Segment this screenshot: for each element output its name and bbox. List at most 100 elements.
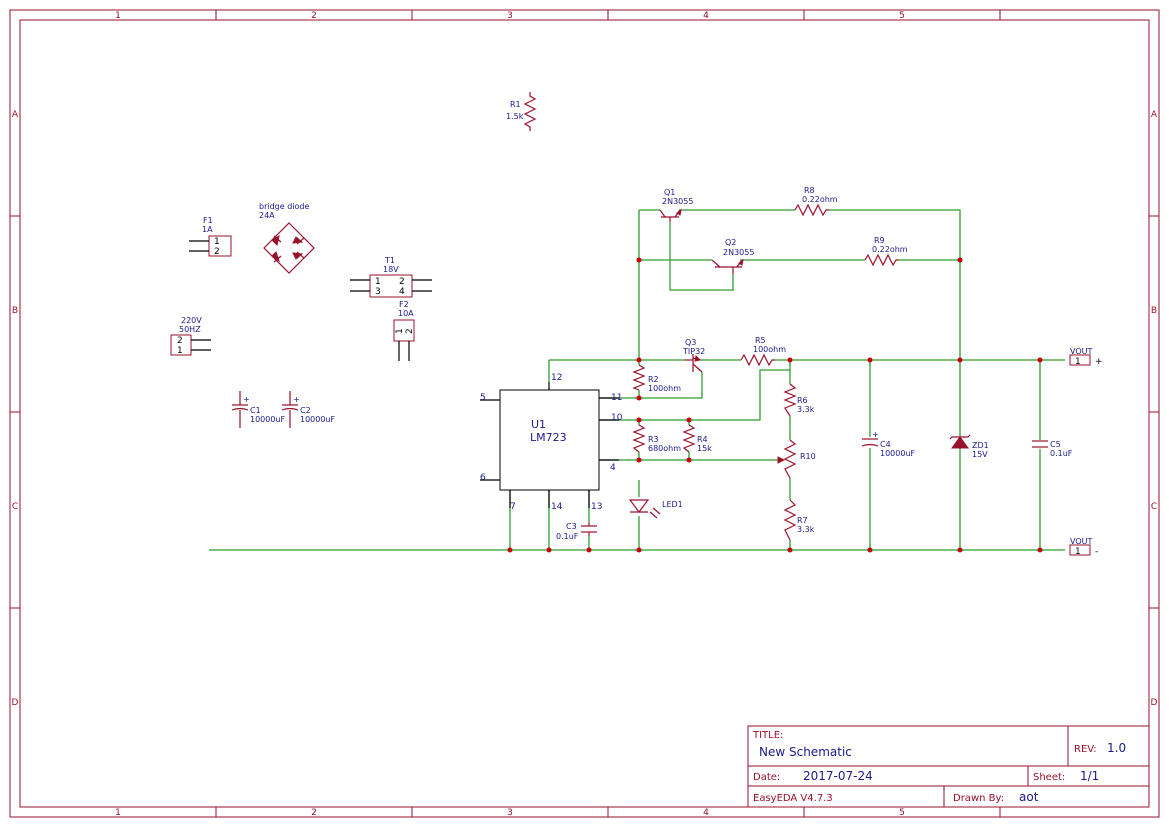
transistor-q1[interactable]: Q1 2N3055	[659, 188, 693, 222]
transistor-q3[interactable]: Q3 TIP32	[682, 338, 705, 373]
r5-value: 100ohm	[753, 345, 786, 354]
vout-pos-ref: VOUT	[1070, 347, 1092, 356]
r4-ref: R4	[697, 435, 708, 444]
rev-value: 1.0	[1107, 741, 1126, 755]
r7-ref: R7	[797, 516, 808, 525]
c1-value: 10000uF	[250, 415, 286, 424]
u1-pin-12: 12	[551, 373, 562, 383]
zone-col-2-top: 2	[311, 11, 317, 21]
zone-col-5-bottom: 5	[899, 808, 905, 818]
zd1-ref: ZD1	[972, 441, 989, 450]
mains-pin-2: 2	[177, 336, 183, 346]
mains-value: 50HZ	[179, 325, 201, 334]
r9-ref: R9	[874, 236, 885, 245]
t1-pin-1: 1	[375, 277, 381, 287]
resistor-r2[interactable]: R2 100ohm	[632, 364, 681, 393]
zone-col-3-bottom: 3	[507, 808, 513, 818]
zone-col-1-top: 1	[115, 11, 121, 21]
fuse-f1[interactable]: F1 1A 1 2	[189, 216, 232, 257]
potentiometer-r10[interactable]: R10	[777, 439, 816, 479]
vout-neg-ref: VOUT	[1070, 537, 1092, 546]
mains-connector[interactable]: 220V 50HZ 2 1	[170, 316, 211, 356]
f1-pin-1: 1	[214, 237, 220, 247]
sheet-frame: 1 2 3 4 5 1 2 3 4 5 A B C D A B C D	[9, 9, 1160, 818]
r4-value: 15k	[697, 444, 712, 453]
zone-row-b-right: B	[1151, 306, 1157, 316]
q2-ref: Q2	[725, 238, 736, 247]
vout-positive[interactable]: VOUT 1 +	[1069, 347, 1103, 367]
transformer-t1[interactable]: T1 18V 1 2 3 4	[350, 256, 432, 298]
zd1-value: 15V	[972, 450, 988, 459]
resistor-r7[interactable]: R7 3.3k	[783, 499, 815, 541]
r1-value: 1.5k	[506, 112, 524, 121]
svg-text:+: +	[293, 395, 300, 404]
zone-row-a-right: A	[1151, 110, 1158, 120]
zone-col-3-top: 3	[507, 11, 513, 21]
junctions	[507, 257, 1043, 553]
zone-row-d-right: D	[1151, 698, 1158, 708]
capacitor-c2[interactable]: + C2 10000uF	[281, 391, 336, 428]
q3-ref: Q3	[685, 338, 696, 347]
mains-pin-1: 1	[177, 346, 183, 356]
f1-pin-2: 2	[214, 247, 220, 257]
u1-pin-6: 6	[480, 473, 486, 483]
r8-value: 0.22ohm	[802, 195, 838, 204]
u1-pin-14: 14	[551, 502, 563, 512]
zone-row-d-left: D	[12, 698, 19, 708]
r1-ref: R1	[510, 100, 521, 109]
t1-pin-2: 2	[399, 277, 405, 287]
svg-text:+: +	[872, 430, 879, 439]
q1-value: 2N3055	[662, 197, 693, 206]
resistor-r6[interactable]: R6 3.3k	[783, 383, 815, 417]
zone-row-c-left: C	[12, 502, 18, 512]
led-1[interactable]: LED1	[628, 499, 683, 519]
ic-u1-lm723[interactable]: U1 LM723 12 5 11 10 4 6 7 14 13	[480, 373, 623, 512]
f2-value: 10A	[398, 309, 414, 318]
fuse-f2[interactable]: F2 10A 1 2	[393, 300, 415, 361]
u1-pin-10: 10	[611, 413, 623, 423]
f2-ref: F2	[399, 300, 409, 309]
c1-ref: C1	[250, 406, 261, 415]
resistor-r1[interactable]: R1 1.5k	[506, 92, 537, 131]
vout-neg-pin: 1	[1075, 547, 1081, 557]
bridge-diode[interactable]: bridge diode 24A	[259, 202, 315, 274]
capacitor-c4[interactable]: + C4 10000uF	[861, 430, 916, 458]
u1-pin-11: 11	[611, 393, 622, 403]
zener-zd1[interactable]: ZD1 15V	[949, 434, 989, 459]
q1-ref: Q1	[664, 188, 675, 197]
capacitor-c3[interactable]: C3 0.1uF	[556, 522, 597, 541]
vout-pos-sign: +	[1095, 357, 1103, 367]
resistor-r4[interactable]: R4 15k	[682, 424, 712, 453]
zone-col-1-bottom: 1	[115, 808, 121, 818]
zone-col-2-bottom: 2	[311, 808, 317, 818]
vout-negative[interactable]: VOUT 1 -	[1069, 537, 1098, 557]
t1-pin-3: 3	[375, 287, 381, 297]
t1-value: 18V	[383, 265, 399, 274]
capacitor-c5[interactable]: C5 0.1uF	[1032, 440, 1073, 458]
c4-ref: C4	[880, 440, 891, 449]
q2-value: 2N3055	[723, 248, 754, 257]
transistor-q2[interactable]: Q2 2N3055	[711, 238, 754, 274]
resistor-r3[interactable]: R3 680ohm	[632, 424, 681, 453]
r2-value: 100ohm	[648, 384, 681, 393]
u1-pin-5: 5	[480, 393, 486, 403]
c5-value: 0.1uF	[1050, 449, 1073, 458]
resistor-r5[interactable]: R5 100ohm	[740, 336, 786, 367]
zone-col-4-bottom: 4	[703, 808, 709, 818]
r3-value: 680ohm	[648, 444, 681, 453]
bridge-ref: bridge diode	[259, 202, 309, 211]
zone-row-b-left: B	[12, 306, 18, 316]
capacitor-c1[interactable]: + C1 10000uF	[231, 391, 286, 428]
drawn-by-value: aot	[1019, 790, 1039, 804]
u1-pin-13: 13	[591, 502, 602, 512]
resistor-r9[interactable]: R9 0.22ohm	[864, 236, 908, 267]
resistor-r8[interactable]: R8 0.22ohm	[794, 186, 838, 217]
r7-value: 3.3k	[797, 525, 815, 534]
drawn-by-label: Drawn By:	[953, 793, 1004, 804]
r10-ref: R10	[800, 452, 816, 461]
bridge-value: 24A	[259, 211, 275, 220]
t1-ref: T1	[384, 256, 395, 265]
zone-row-c-right: C	[1151, 502, 1157, 512]
zone-col-5-top: 5	[899, 11, 905, 21]
c3-ref: C3	[566, 522, 577, 531]
